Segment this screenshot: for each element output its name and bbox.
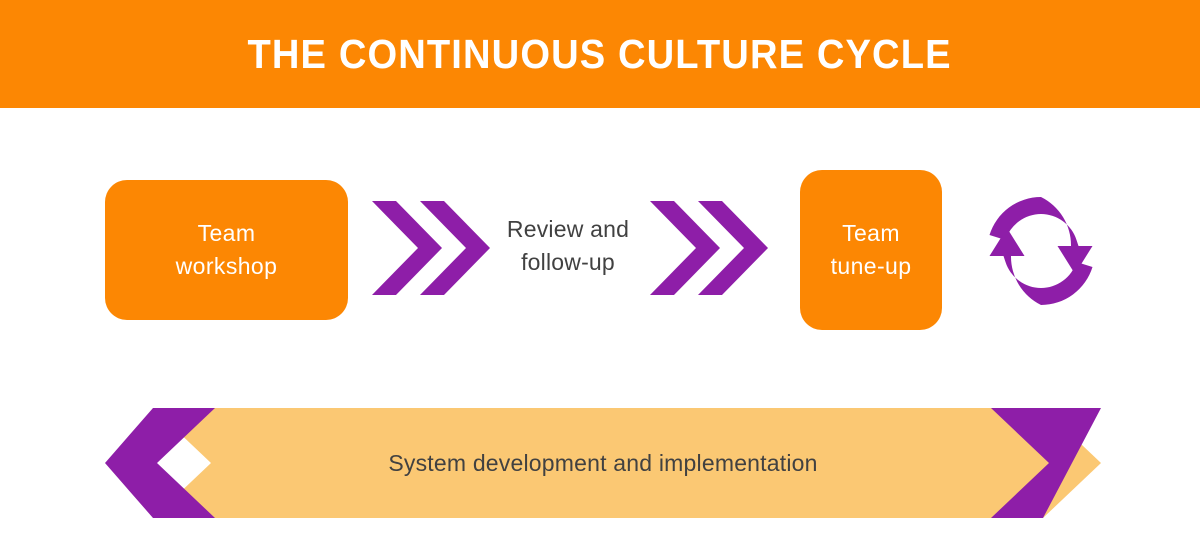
bottom-arrow-banner[interactable]: System development and implementation [105, 408, 1101, 518]
step-label-review-and-follow-up: Review and follow-up [488, 213, 648, 278]
process-box-team-workshop[interactable]: Team workshop [105, 180, 348, 320]
page-title: THE CONTINUOUS CULTURE CYCLE [247, 30, 953, 77]
process-box-team-workshop-line1: Team [197, 220, 256, 247]
double-chevron-right-icon-2 [650, 201, 768, 295]
process-flow-row: Team workshop Review and follow-up Team … [0, 108, 1200, 398]
process-box-team-tune-up-text: Team tune-up [831, 217, 912, 282]
step-label-review-line2: follow-up [521, 248, 615, 275]
process-box-team-workshop-line2: workshop [175, 253, 278, 279]
process-box-team-tune-up-line2: tune-up [830, 253, 912, 279]
bottom-banner-shape [105, 408, 1101, 518]
process-box-team-tune-up[interactable]: Team tune-up [800, 170, 942, 330]
double-chevron-right-icon [372, 201, 490, 295]
process-box-team-workshop-text: Team workshop [176, 217, 278, 282]
left-chevron-icon [105, 408, 215, 518]
process-box-team-tune-up-line1: Team [842, 220, 900, 247]
circular-refresh-icon [989, 197, 1093, 305]
header-banner: THE CONTINUOUS CULTURE CYCLE [0, 0, 1200, 108]
step-label-review-line1: Review and [506, 216, 630, 242]
right-chevron-icon [991, 408, 1101, 518]
bottom-banner-fill [153, 408, 1101, 518]
